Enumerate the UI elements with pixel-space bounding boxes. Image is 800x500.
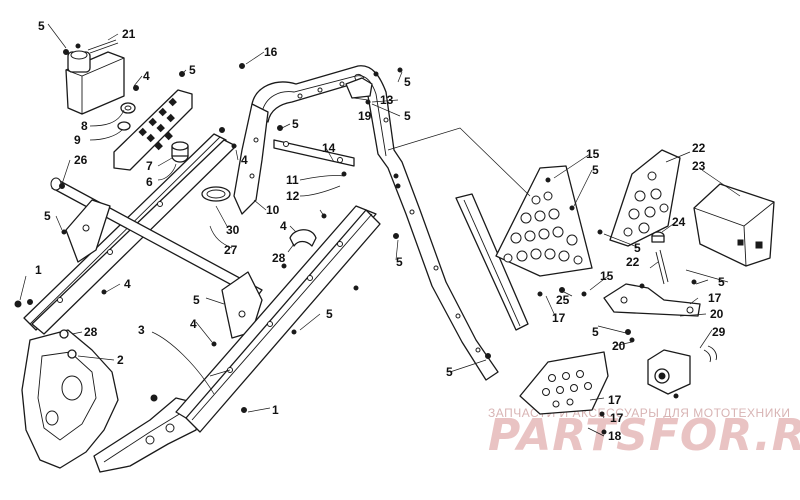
relay-assembly	[647, 345, 717, 395]
callout-17: 17	[708, 291, 722, 305]
main-side-rail	[175, 205, 381, 433]
callout-15: 15	[600, 269, 614, 283]
upper-roll-bar	[251, 65, 499, 381]
callout-5: 5	[404, 109, 411, 123]
callout-23: 22	[692, 141, 706, 155]
storage-box-item-24	[693, 183, 775, 267]
triangular-plate-item-16	[495, 165, 593, 277]
callout-labels: 1 1 2 3 4 4 4 4 4 5 5 5 5 5 5 5 5 5 5 5 …	[35, 19, 726, 443]
callout-4: 4	[190, 317, 197, 331]
perforated-plate-item-23	[609, 149, 681, 247]
callout-17: 17	[610, 411, 624, 425]
callout-3: 3	[138, 323, 145, 337]
callout-11: 10	[266, 203, 280, 217]
callout-30: 29	[712, 325, 726, 339]
callout-2: 2	[117, 353, 124, 367]
callout-5: 5	[292, 117, 299, 131]
callout-27: 26	[74, 153, 88, 167]
watermark: ЗАПЧАСТИ И АКСЕССУАРЫ ДЛЯ МОТОТЕХНИКИ PA…	[488, 406, 800, 461]
fasteners	[14, 43, 697, 435]
callout-22: 22	[626, 255, 640, 269]
callout-9: 8	[81, 119, 88, 133]
battery-box	[65, 50, 125, 115]
callout-5: 5	[404, 75, 411, 89]
callout-7: 6	[146, 175, 153, 189]
callout-19: 18	[608, 429, 622, 443]
strap-item-22	[87, 39, 119, 54]
callout-5: 5	[326, 307, 333, 321]
callout-26: 25	[556, 293, 570, 307]
rear-upright-bracket	[455, 193, 529, 331]
callout-17: 16	[264, 45, 278, 59]
lower-plate-item-18	[519, 351, 609, 415]
callout-20: 20	[612, 339, 626, 353]
callout-18: 17	[608, 393, 622, 407]
callout-5: 5	[592, 325, 599, 339]
callout-6: 5	[193, 293, 200, 307]
callout-5: 5	[44, 209, 51, 223]
callout-17: 17	[552, 311, 566, 325]
watermark-brand: PARTSFOR.RU	[488, 410, 800, 461]
spacer-item-25	[651, 231, 665, 243]
strap-item-22-right	[655, 249, 669, 285]
grommet-parts	[117, 102, 136, 131]
callout-25: 24	[672, 215, 686, 229]
callout-31: 30	[226, 223, 240, 237]
callout-16: 15	[586, 147, 600, 161]
clamp-item-31	[201, 186, 231, 202]
callout-5: 5	[396, 255, 403, 269]
callout-5: 5	[592, 163, 599, 177]
callout-4: 4	[124, 277, 131, 291]
perforated-mount-plate	[113, 89, 193, 171]
left-gusset-bracket	[65, 199, 111, 263]
callout-5: 5	[634, 241, 641, 255]
front-bracket-casting	[21, 329, 119, 469]
callout-20: 19	[358, 109, 372, 123]
callout-5: 5	[718, 275, 725, 289]
callout-13: 12	[286, 189, 300, 203]
lower-footrest-plate	[93, 397, 201, 473]
callout-5: 5	[189, 63, 196, 77]
callout-5: 5	[446, 365, 453, 379]
left-crossmember-rail	[23, 133, 237, 335]
callout-15: 14	[322, 141, 336, 155]
clamp-item-28	[289, 229, 317, 247]
isolator-item-8	[171, 141, 189, 163]
callout-8: 7	[146, 159, 153, 173]
leader-lines	[19, 23, 741, 437]
callout-4: 4	[280, 219, 287, 233]
upright-arm-item-11	[233, 103, 269, 215]
clip-item-14	[345, 73, 373, 99]
callout-28: 28	[272, 251, 286, 265]
callout-1: 1	[35, 263, 42, 277]
callout-4: 4	[241, 153, 248, 167]
callout-1: 1	[272, 403, 279, 417]
callout-5: 5	[38, 19, 45, 33]
callout-29: 28	[84, 325, 98, 339]
callout-10: 9	[74, 133, 81, 147]
callout-22: 21	[122, 27, 136, 41]
callout-24: 23	[692, 159, 706, 173]
brace-item-12	[273, 139, 355, 167]
callout-4: 4	[143, 69, 150, 83]
callout-14: 13	[380, 93, 394, 107]
callout-12: 11	[286, 173, 299, 187]
callout-21: 20	[710, 307, 724, 321]
callout-28: 27	[224, 243, 238, 257]
bracket-item-21	[603, 283, 701, 317]
